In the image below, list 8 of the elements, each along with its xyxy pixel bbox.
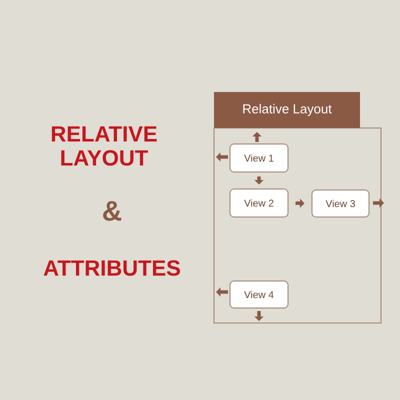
title-text: ATTRIBUTES <box>44 260 180 276</box>
node-label: Relative Layout <box>243 104 332 116</box>
view-box: View 4 <box>230 280 288 308</box>
view-box: View 1 <box>230 144 288 172</box>
ampersand: & <box>103 201 122 221</box>
title-text: RELATIVE LAYOUT <box>52 126 157 166</box>
view-box: View 2 <box>230 188 288 218</box>
view-box: View 3 <box>312 190 370 218</box>
